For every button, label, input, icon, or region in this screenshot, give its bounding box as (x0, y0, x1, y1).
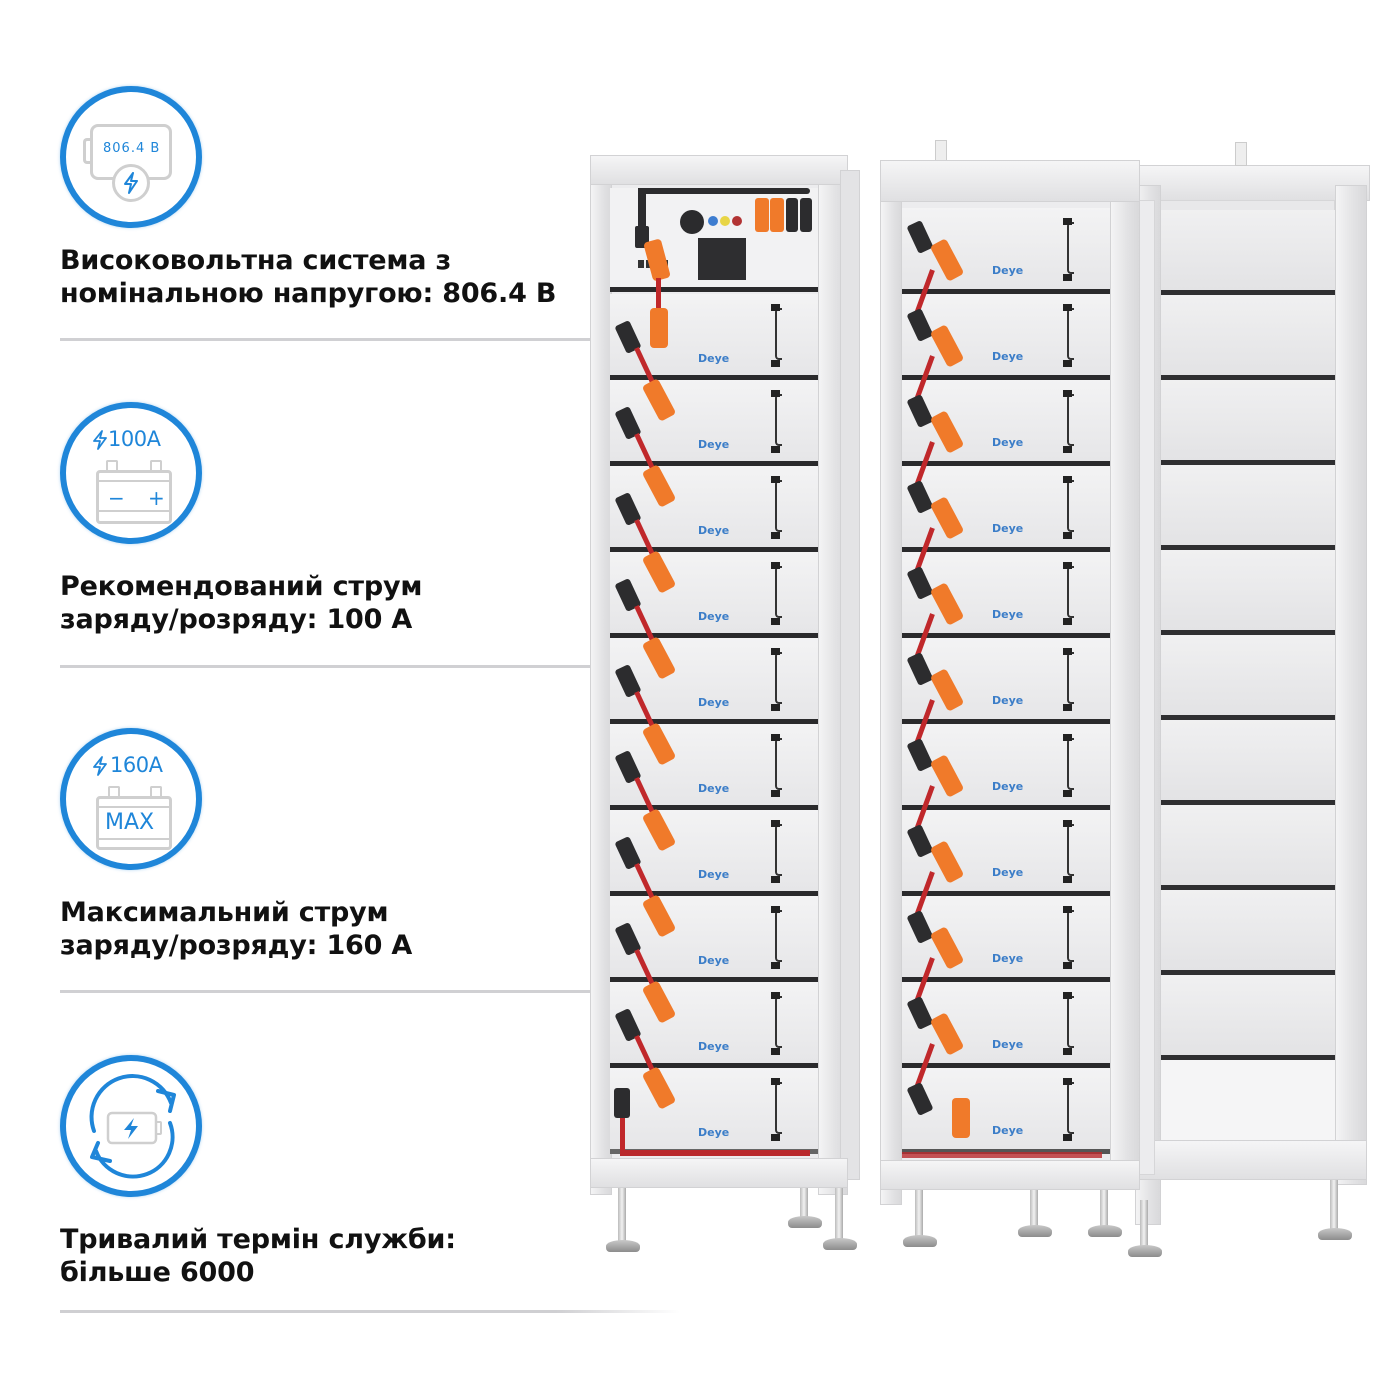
current-value: 160A (110, 753, 163, 777)
refresh-arrows-icon (89, 1074, 176, 1179)
max-current-icon: 160A MAX (60, 728, 202, 870)
divider (60, 665, 590, 668)
current-value: 100A (108, 427, 161, 451)
bms-control-box (610, 188, 818, 292)
lightning-bolt-icon (124, 172, 138, 194)
battery-rack-illustration: Deye Deye Deye Deye Deye Deye Deye Deye … (590, 130, 1380, 1270)
divider (60, 1310, 680, 1313)
feature-voltage-title: Високовольтна система з номінальною напр… (60, 245, 557, 309)
max-badge: MAX (105, 810, 155, 835)
recommended-current-icon: 100A − + (60, 402, 202, 544)
lightning-bolt-icon (93, 756, 107, 776)
divider (60, 338, 590, 341)
lightning-bolt-icon (93, 430, 107, 450)
minus-sign: − (108, 486, 125, 510)
bolt-circle-icon (112, 164, 150, 202)
plus-sign: + (148, 486, 165, 510)
feature-max-current-title: Максимальний струм заряду/розряду: 160 А (60, 897, 413, 961)
cycle-life-icon (60, 1055, 202, 1197)
voltage-icon-label: 806.4 В (103, 141, 161, 156)
feature-recommended-current-title: Рекомендований струм заряду/розряду: 100… (60, 571, 423, 635)
voltage-icon: 806.4 В (60, 86, 202, 228)
divider (60, 990, 590, 993)
feature-cycle-life-title: Тривалий термін служби: більше 6000 (60, 1224, 456, 1288)
